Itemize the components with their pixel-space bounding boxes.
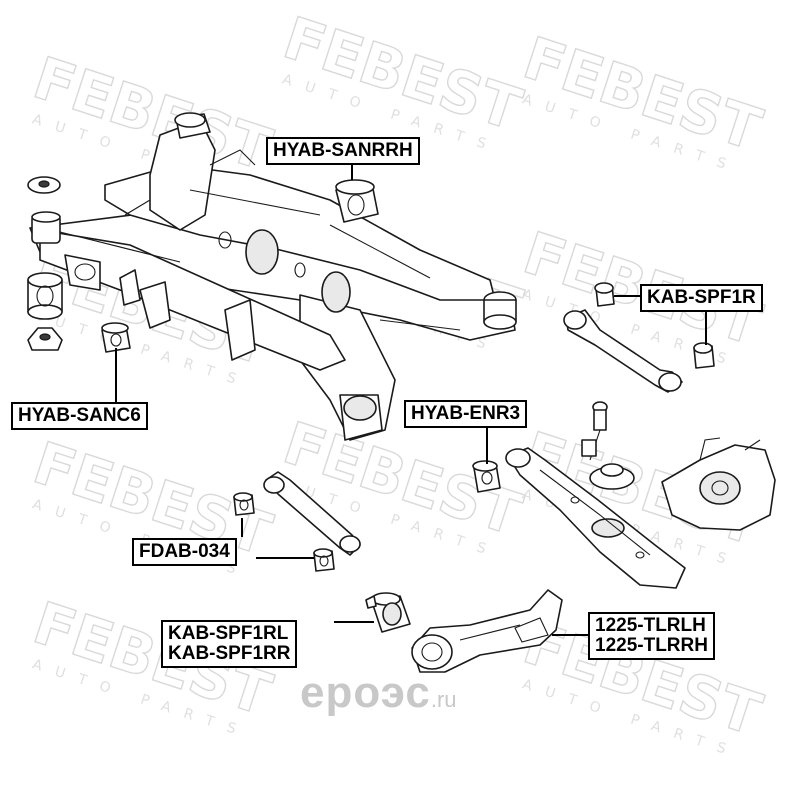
rear-knuckle: [661, 437, 776, 531]
bushing-hyab-sanc6: [101, 322, 131, 353]
bushing-fdab-034-top: [233, 492, 255, 516]
label-text: FDAB-034: [139, 541, 230, 562]
label-text: HYAB-ENR3: [411, 403, 521, 424]
spring-seat: [589, 463, 635, 490]
washer: [27, 176, 61, 194]
label-text: KAB-SPF1R: [647, 287, 756, 308]
mount-cap: [27, 327, 63, 351]
lateral-link: [263, 471, 361, 556]
leader-lines: [115, 162, 707, 636]
lower-spring-arm: [505, 447, 686, 589]
label-kab-spf1r: KAB-SPF1R: [640, 284, 763, 312]
bushing-hyab-sanrrh: [335, 179, 379, 223]
upper-control-arm: [563, 282, 715, 393]
label-text-kab-spf1rr: KAB-SPF1RR: [168, 643, 291, 664]
bushing-hyab-sanc6-left: [27, 272, 63, 320]
site-logo-watermark: ероэс.ru: [300, 668, 457, 718]
stabilizer-link: [581, 401, 608, 461]
site-logo-domain: .ru: [430, 687, 457, 712]
rear-subframe: [29, 112, 517, 441]
label-text: HYAB-SANC6: [18, 405, 141, 426]
label-text-1225-tlrlh: 1225-TLRLH: [595, 615, 706, 636]
label-text-1225-tlrrh: 1225-TLRRH: [595, 635, 708, 656]
label-1225-tlr: 1225-TLRLH 1225-TLRRH: [588, 612, 715, 660]
label-hyab-sanrrh: HYAB-SANRRH: [266, 137, 420, 165]
bushing-hyab-enr3: [472, 460, 501, 493]
label-kab-spf1rl-rr: KAB-SPF1RL KAB-SPF1RR: [161, 620, 298, 668]
label-fdab-034: FDAB-034: [132, 538, 237, 566]
trailing-arm: [411, 589, 563, 673]
bushing-fdab-034-bottom: [313, 548, 335, 572]
site-logo-name: ероэс: [300, 668, 431, 717]
label-text-kab-spf1rl: KAB-SPF1RL: [168, 623, 289, 644]
label-hyab-enr3: HYAB-ENR3: [404, 400, 528, 428]
label-hyab-sanc6: HYAB-SANC6: [11, 402, 148, 430]
label-text: HYAB-SANRRH: [273, 140, 413, 161]
bushing-kab-spf1rl: [365, 592, 411, 633]
